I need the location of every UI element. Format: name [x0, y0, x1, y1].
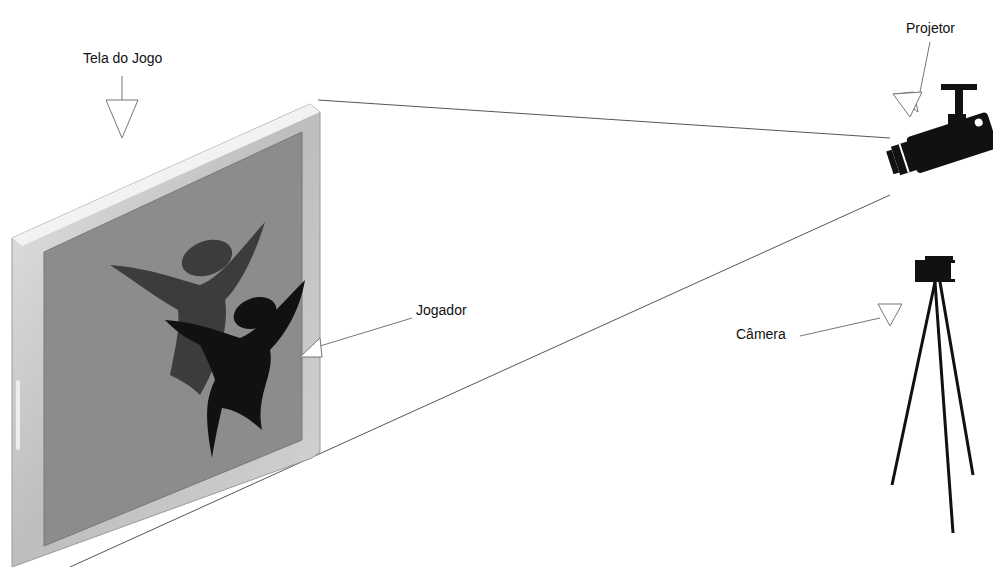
projector-label: Projetor — [906, 20, 955, 37]
camera-label: Câmera — [736, 326, 786, 343]
screen-button — [16, 380, 20, 450]
projection-line — [70, 195, 890, 567]
player-silhouettes — [110, 222, 305, 458]
projector-icon — [884, 84, 993, 181]
leader-arrows — [106, 42, 930, 357]
player-label: Jogador — [416, 302, 467, 319]
screen-frame — [12, 104, 320, 567]
screen-label: Tela do Jogo — [83, 50, 162, 67]
camera-icon — [892, 256, 973, 533]
projection-line — [318, 100, 890, 138]
